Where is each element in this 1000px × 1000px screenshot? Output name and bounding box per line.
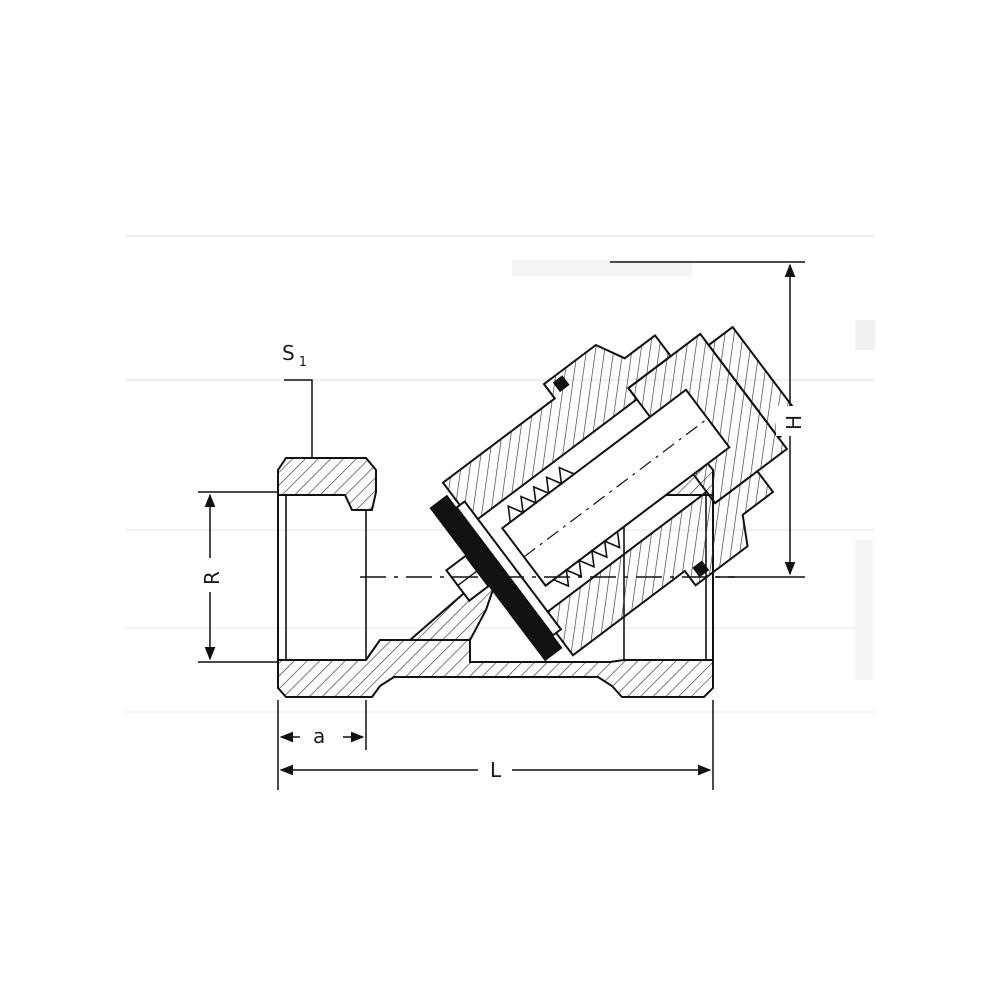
o-ring-bottom bbox=[692, 560, 710, 578]
seal-disc bbox=[429, 494, 563, 662]
dimension-r bbox=[196, 491, 278, 663]
dimension-l bbox=[279, 700, 714, 790]
background-bleed bbox=[125, 235, 875, 713]
strainer-cap bbox=[429, 325, 804, 662]
label-l: L bbox=[490, 758, 502, 782]
spring bbox=[507, 466, 621, 588]
leader-s1 bbox=[284, 379, 313, 458]
label-h: H bbox=[782, 415, 806, 430]
label-s1-sub: 1 bbox=[299, 355, 307, 370]
cap-stem bbox=[500, 388, 731, 588]
o-ring-top bbox=[552, 375, 570, 393]
body-top-wall bbox=[277, 457, 377, 511]
dimension-a bbox=[277, 700, 367, 790]
label-a: a bbox=[313, 724, 325, 748]
label-r: R bbox=[200, 571, 224, 585]
label-s1-main: S bbox=[282, 341, 295, 365]
body-bottom-wall bbox=[277, 639, 714, 698]
dimension-h bbox=[610, 261, 805, 578]
cap-housing-upper bbox=[441, 334, 673, 525]
